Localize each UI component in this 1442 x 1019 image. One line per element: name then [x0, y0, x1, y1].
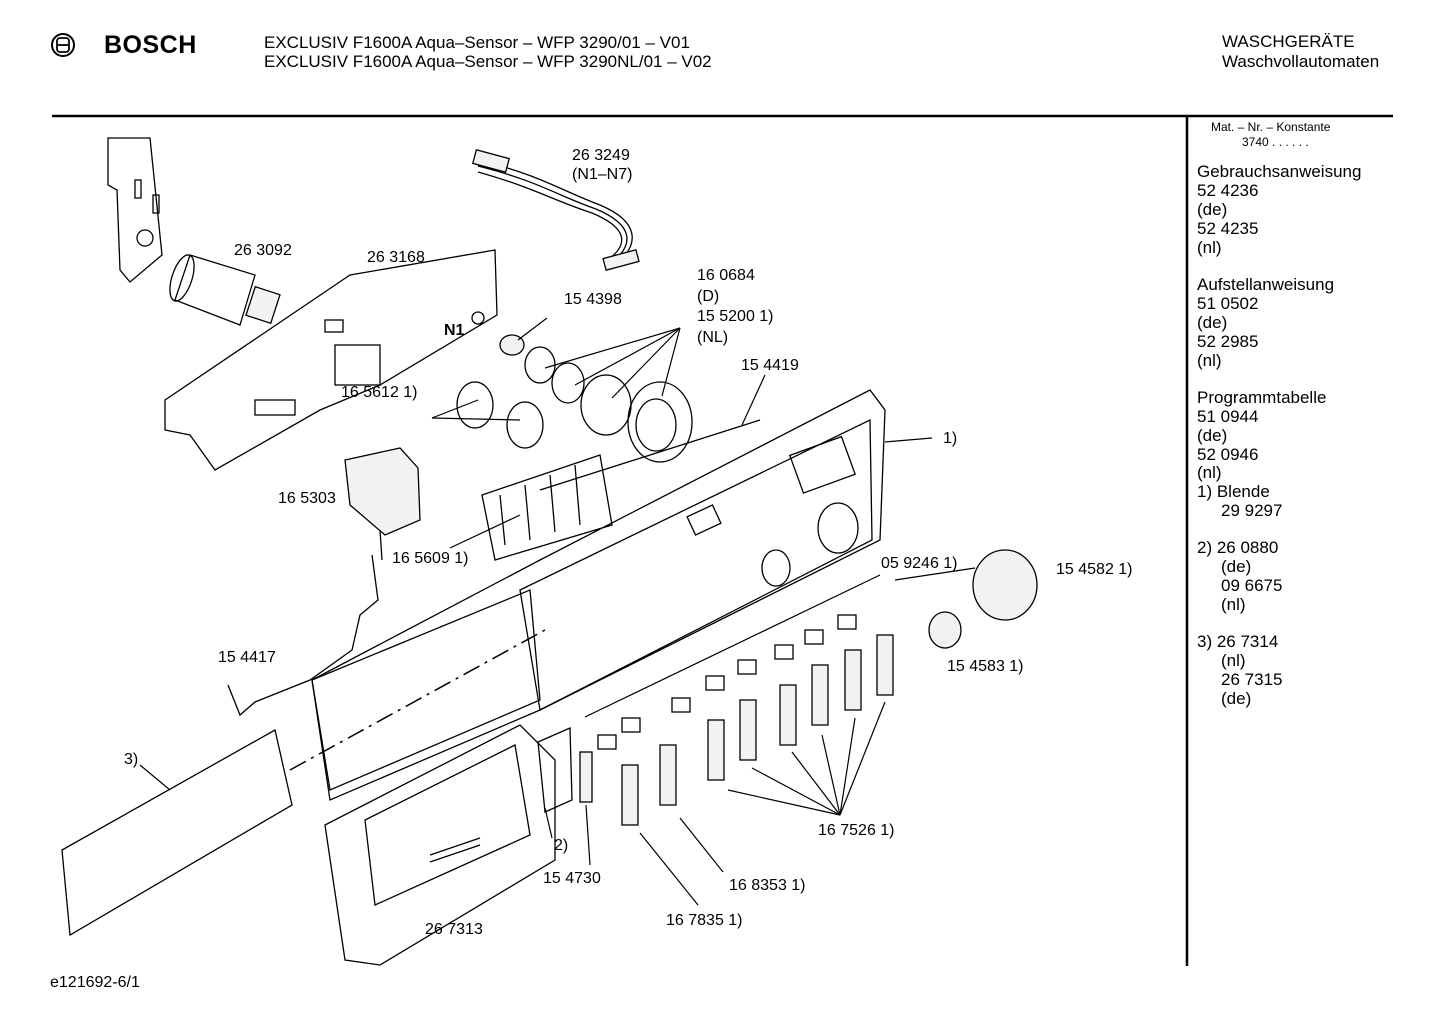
- doc-block-line: 52 0946: [1197, 445, 1259, 464]
- large-knob: [972, 549, 1038, 621]
- capacitor: [169, 254, 281, 326]
- label-267313: 26 7313: [425, 921, 483, 938]
- doc-block-line: 51 0502: [1197, 294, 1259, 313]
- ribbon-cable: [471, 149, 640, 271]
- label-167835: 16 7835 1): [666, 912, 743, 929]
- light-guide-154730: [579, 751, 593, 803]
- label-165612: 16 5612 1): [341, 384, 418, 401]
- doc-block-title: Programmtabelle: [1197, 388, 1327, 407]
- doc-block-line: 52 2985: [1197, 332, 1259, 351]
- door-flap: [324, 724, 556, 966]
- label-155200-sub: (NL): [697, 329, 729, 346]
- mounting-bracket: [107, 137, 163, 283]
- category-line-2: Waschvollautomaten: [1222, 52, 1380, 71]
- note-line: 29 9297: [1221, 501, 1283, 520]
- note-line: 1) Blende: [1197, 482, 1270, 501]
- note-line: 3) 26 7314: [1197, 632, 1279, 651]
- mat-nr-label: Mat. – Nr. – Konstante: [1211, 120, 1331, 134]
- label-165303: 16 5303: [278, 490, 336, 507]
- label-263249: 26 3249: [572, 147, 630, 164]
- model-title-line-1: EXCLUSIV F1600A Aqua–Sensor – WFP 3290/0…: [264, 33, 690, 52]
- drawing-code: e121692-6/1: [50, 974, 140, 991]
- label-263168: 26 3168: [367, 249, 425, 266]
- label-strip: [61, 729, 293, 937]
- bosch-logo: BOSCH: [50, 31, 200, 59]
- label-160684: 16 0684: [697, 267, 755, 284]
- doc-block-title: Gebrauchsanweisung: [1197, 162, 1362, 181]
- trim-strip: [537, 727, 573, 813]
- note-line: 09 6675: [1221, 576, 1283, 595]
- label-note2: 2): [554, 837, 569, 854]
- label-154730: 15 4730: [543, 870, 601, 887]
- doc-block-line: (de): [1197, 313, 1228, 332]
- bearing-rings: [524, 346, 693, 463]
- doc-block-line: (de): [1197, 426, 1228, 445]
- label-note3: 3): [124, 751, 139, 768]
- label-154417: 15 4417: [218, 649, 276, 666]
- brand-name: BOSCH: [104, 31, 197, 59]
- label-168353: 16 8353 1): [729, 877, 806, 894]
- label-165609: 16 5609 1): [392, 550, 469, 567]
- note-line: (de): [1221, 689, 1252, 708]
- category-line-1: WASCHGERÄTE: [1222, 32, 1355, 51]
- doc-block-line: 52 4236: [1197, 181, 1259, 200]
- label-263249-sub: (N1–N7): [572, 166, 633, 183]
- label-154419: 15 4419: [741, 357, 799, 374]
- note-line: (de): [1221, 557, 1252, 576]
- light-guides: [481, 454, 613, 561]
- circuit-board: [164, 249, 498, 471]
- note-line: (nl): [1221, 595, 1246, 614]
- label-n1: N1: [444, 322, 465, 339]
- springs-and-buttons: [597, 614, 894, 826]
- label-154398: 15 4398: [564, 291, 622, 308]
- doc-block-line: (nl): [1197, 463, 1222, 482]
- label-160684-sub: (D): [697, 288, 720, 305]
- bosch-armature-icon: [51, 33, 75, 57]
- model-title-line-2: EXCLUSIV F1600A Aqua–Sensor – WFP 3290NL…: [264, 52, 712, 71]
- label-059246: 05 9246 1): [881, 555, 958, 572]
- note-line: (nl): [1221, 651, 1246, 670]
- doc-block-line: (nl): [1197, 351, 1222, 370]
- label-263092: 26 3092: [234, 242, 292, 259]
- doc-block-title: Aufstellanweisung: [1197, 275, 1335, 294]
- doc-block-line: (de): [1197, 200, 1228, 219]
- bowden-wire: [227, 554, 379, 717]
- mat-nr-value: 3740 . . . . . .: [1242, 135, 1309, 149]
- fascia-panel: [311, 389, 886, 801]
- note-line: 2) 26 0880: [1197, 538, 1279, 557]
- leader-lines: [139, 317, 976, 906]
- relay-switch: [344, 447, 421, 561]
- knob-inserts: [456, 381, 544, 449]
- small-knob-154583: [928, 611, 962, 649]
- doc-block-line: 51 0944: [1197, 407, 1259, 426]
- label-167526: 16 7526 1): [818, 822, 895, 839]
- label-154582: 15 4582 1): [1056, 561, 1133, 578]
- doc-block-line: (nl): [1197, 238, 1222, 257]
- light-bar: [539, 419, 761, 491]
- label-blende: 1): [943, 430, 958, 447]
- note-line: 26 7315: [1221, 670, 1283, 689]
- label-155200: 15 5200 1): [697, 308, 774, 325]
- doc-block-line: 52 4235: [1197, 219, 1259, 238]
- assembly-axis: [289, 629, 546, 771]
- label-154583: 15 4583 1): [947, 658, 1024, 675]
